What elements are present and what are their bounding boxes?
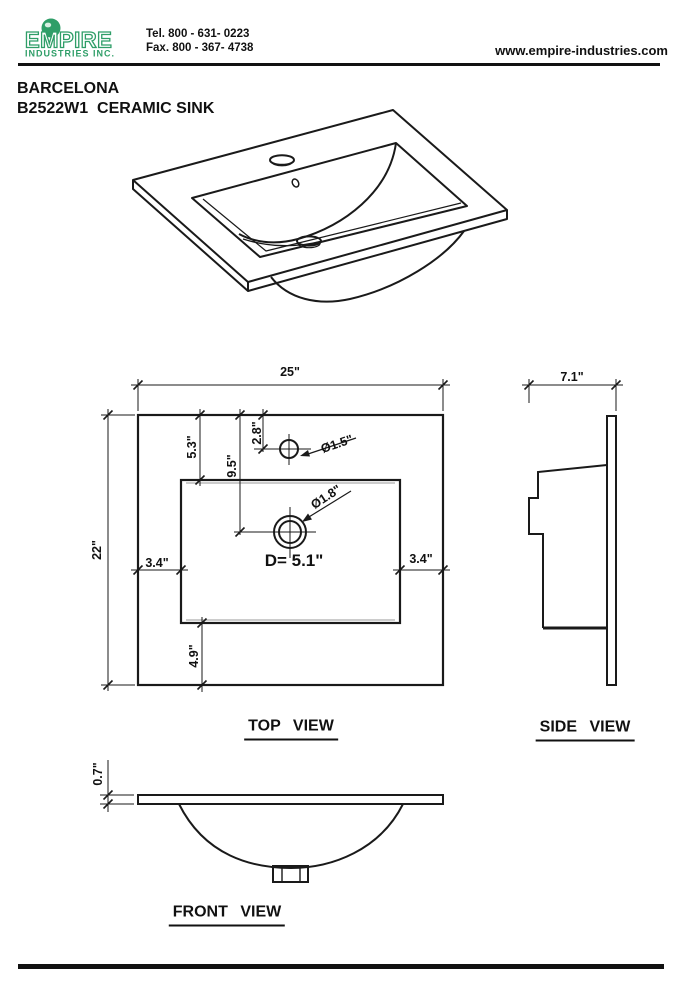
front-slab-outline: [137, 794, 444, 805]
drain-leader-arrow-icon: [302, 513, 312, 522]
front-view-title: FRONT VIEW: [168, 904, 286, 927]
dim-basin-top-label: 5.3": [185, 435, 199, 459]
dim-height-label: 22": [90, 540, 104, 560]
front-view-geometry: [100, 760, 444, 883]
product-series-title: BARCELONA: [17, 80, 120, 97]
logo-sphere-highlight: [44, 22, 52, 28]
dim-left-margin-label: 3.4": [145, 556, 169, 570]
header-rule: [18, 63, 660, 66]
dim-width-label: 25": [280, 365, 300, 379]
dim-right-margin-label: 3.4": [409, 552, 433, 566]
faucet-hole-depth: [271, 161, 293, 167]
countertop-outline: [136, 413, 445, 687]
basin-rim-inner-edge: [202, 198, 462, 252]
phone-number: Tel. 800 - 631- 0223: [146, 28, 250, 40]
faucet-hole-pictorial: [269, 154, 295, 166]
side-view-geometry: [522, 379, 623, 686]
basin-rim: [191, 142, 468, 258]
dim-drain-offset-label: 9.5": [225, 454, 239, 478]
dim-depth-label: 7.1": [560, 370, 584, 384]
top-view-title: TOP VIEW: [244, 718, 338, 741]
footer-rule: [18, 964, 664, 969]
basin-bottom-curve: [242, 238, 323, 247]
logo-subtitle: INDUSTRIES INC.: [25, 49, 115, 59]
product-model-title: B2522W1 CERAMIC SINK: [17, 100, 215, 117]
drain-hole-depth: [297, 243, 321, 249]
front-dimension-ticks: [102, 789, 114, 810]
fax-number: Fax. 800 - 367- 4738: [146, 42, 254, 54]
side-basin-profile: [528, 464, 608, 628]
company-logo: EMPIRE INDUSTRIES INC.: [24, 18, 115, 59]
top-view-geometry: [101, 379, 450, 692]
side-dimension-ticks: [523, 379, 622, 391]
overflow-hole-pictorial: [291, 178, 300, 188]
dim-thickness-label: 0.7": [91, 762, 105, 786]
pictorial-view-drawing: [132, 109, 508, 303]
faucet-leader-line: [304, 437, 357, 456]
sink-top-face: [132, 109, 508, 283]
dimension-ticks: [102, 379, 449, 691]
front-drain-fitting: [272, 865, 309, 883]
front-bowl-curve: [178, 803, 404, 870]
dim-bottom-margin-label: 4.9": [187, 644, 201, 668]
basin-outline: [179, 478, 402, 625]
basin-wall-curve: [238, 142, 397, 244]
side-slab-outline: [606, 415, 617, 686]
faucet-leader-arrow-icon: [300, 450, 310, 457]
drain-leader-line: [303, 490, 352, 521]
side-view-title: SIDE VIEW: [535, 719, 635, 742]
website-url: www.empire-industries.com: [495, 43, 668, 58]
contact-block: Tel. 800 - 631- 0223 Fax. 800 - 367- 473…: [146, 27, 253, 55]
dim-faucet-offset-label: 2.8": [250, 421, 264, 445]
basin-depth-label: D= 5.1": [264, 551, 324, 570]
slab-thickness-left: [132, 180, 249, 292]
bowl-underside: [270, 230, 465, 303]
slab-thickness-front: [247, 210, 508, 292]
logo-wordmark: EMPIRE: [25, 28, 112, 53]
drain-hole-pictorial: [296, 235, 322, 247]
